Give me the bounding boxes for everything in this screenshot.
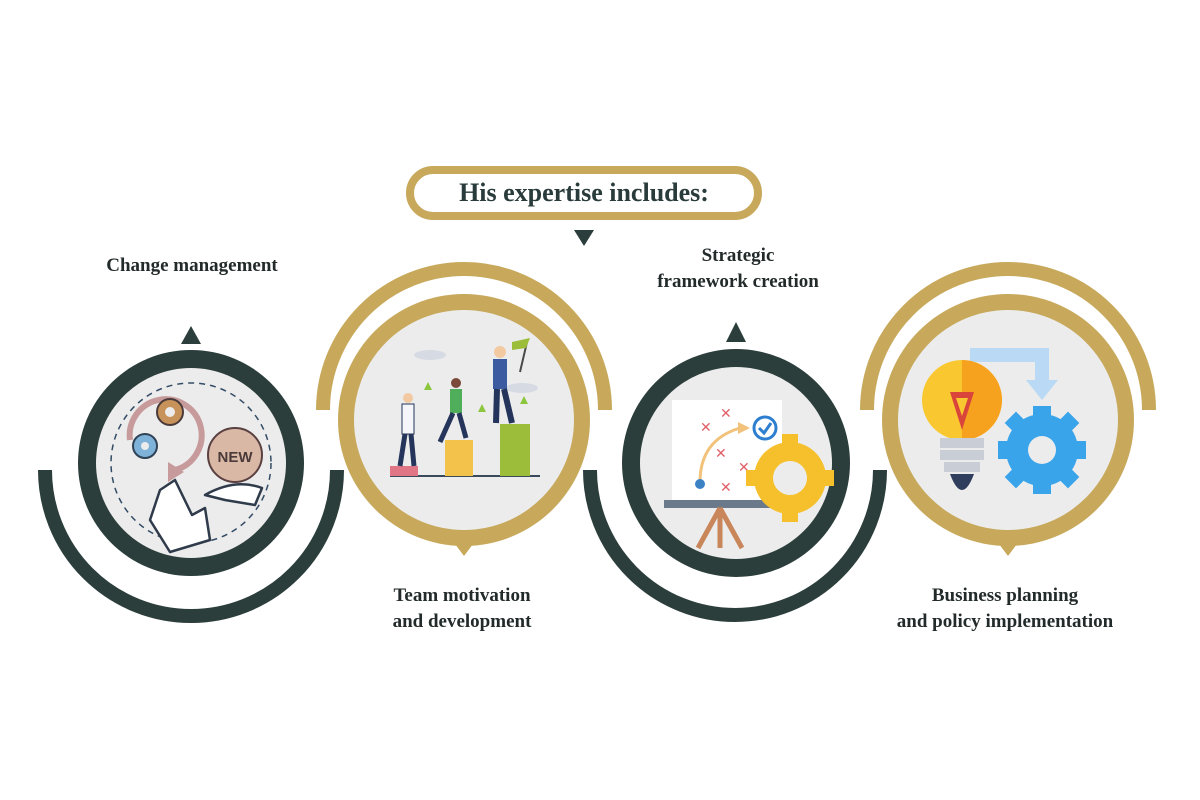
item-change-management: NEW <box>38 326 344 623</box>
pointer-down <box>452 540 476 556</box>
item-business-planning <box>860 262 1156 556</box>
pointer-down <box>996 540 1020 556</box>
label-line-2: and policy implementation <box>896 611 1114 632</box>
label-strategic-framework: Strategic framework creation <box>578 243 898 295</box>
label-line-1: Strategic <box>701 245 775 266</box>
svg-text:NEW: NEW <box>218 449 254 466</box>
label-line-2: framework creation <box>657 271 819 292</box>
ring-inner <box>354 310 574 530</box>
label-line-1: Change management <box>106 255 278 276</box>
outer-arc <box>316 262 612 411</box>
title-pill: His expertise includes: <box>406 166 762 220</box>
svg-text:✕: ✕ <box>715 445 727 461</box>
label-line-1: Team motivation <box>393 585 531 606</box>
item-team-motivation <box>316 262 612 556</box>
svg-text:✕: ✕ <box>720 405 732 421</box>
svg-text:✕: ✕ <box>720 479 732 495</box>
svg-text:✕: ✕ <box>738 459 750 475</box>
outer-arc <box>583 469 887 622</box>
label-line-2: and development <box>392 611 532 632</box>
pointer-up <box>181 326 201 344</box>
lightbulb-gear-icon <box>922 348 1086 494</box>
item-strategic-framework: ✕ ✕ ✕ ✕ ✕ <box>583 322 887 622</box>
label-change-management: Change management <box>32 253 352 279</box>
label-business-planning: Business planning and policy implementat… <box>845 583 1165 635</box>
label-line-1: Business planning <box>931 585 1079 606</box>
outer-arc <box>38 469 344 623</box>
team-climbing-icon <box>390 338 540 477</box>
change-management-icon: NEW <box>110 382 272 554</box>
outer-arc <box>860 262 1156 411</box>
strategy-board-icon: ✕ ✕ ✕ ✕ ✕ <box>664 400 834 550</box>
label-team-motivation: Team motivation and development <box>302 583 622 635</box>
svg-text:✕: ✕ <box>700 419 712 435</box>
title-pointer <box>574 230 594 246</box>
page-title: His expertise includes: <box>459 178 709 207</box>
pointer-up <box>726 322 746 342</box>
